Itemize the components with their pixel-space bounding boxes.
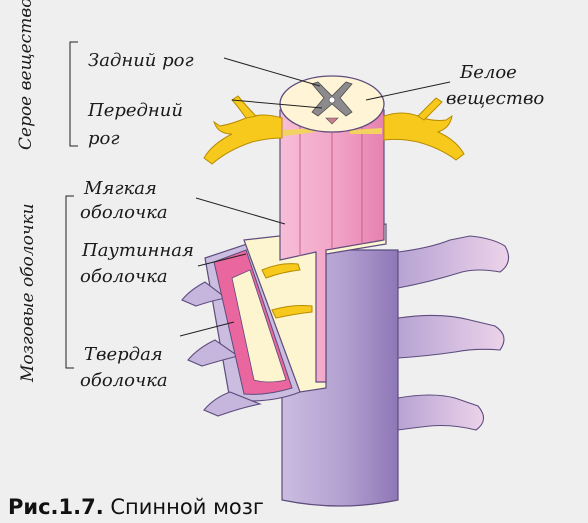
anterior-horn-label-line2: рог xyxy=(88,128,119,150)
pia-mater-label-line2: оболочка xyxy=(80,202,168,224)
meninges-group-label: Мозговые оболочки xyxy=(18,203,38,382)
pia-mater-label-line1: Мягкая xyxy=(84,178,157,200)
arachnoid-label-line2: оболочка xyxy=(80,266,168,288)
dura-mater-label-line1: Твердая xyxy=(84,344,163,366)
posterior-horn-label: Задний рог xyxy=(88,50,194,72)
figure-number: Рис.1.7. xyxy=(8,495,104,519)
cord-cross-section xyxy=(280,76,384,132)
figure-title: Спинной мозг xyxy=(104,495,264,519)
dura-mater-label-line2: оболочка xyxy=(80,370,168,392)
nerve-roots-right xyxy=(398,236,509,430)
meninges-bracket xyxy=(66,196,74,368)
gray-matter-bracket xyxy=(70,42,78,146)
gray-matter-group-label: Серое вещество xyxy=(16,0,36,150)
figure-caption: Рис.1.7. Спинной мозг xyxy=(8,495,264,519)
white-matter-label-line1: Белое xyxy=(460,62,517,84)
white-matter-label-line2: вещество xyxy=(446,88,544,110)
anterior-horn-label-line1: Передний xyxy=(88,100,183,122)
arachnoid-label-line1: Паутинная xyxy=(82,240,194,262)
